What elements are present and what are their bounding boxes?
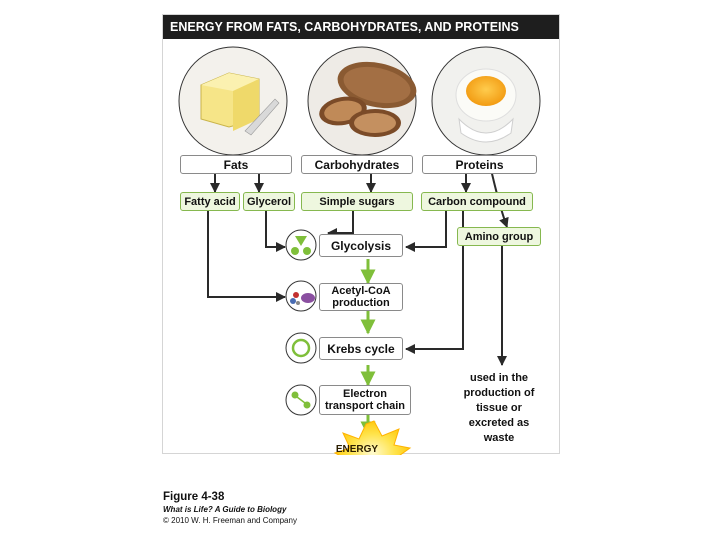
figure-book-title: What is Life? A Guide to Biology <box>163 505 287 514</box>
cycle-icon <box>285 332 317 364</box>
fats-box: Fats <box>180 155 292 174</box>
arrow-carbon-to-krebs <box>405 210 464 354</box>
bread-icon <box>307 46 417 156</box>
arrow-glycerol-to-glycolysis <box>265 210 286 252</box>
glycerol-box: Glycerol <box>243 192 295 211</box>
diagram-canvas <box>178 46 541 455</box>
proteins-box: Proteins <box>422 155 537 174</box>
arrow-sugars-to-glycolysis <box>327 210 354 238</box>
waste-line: waste <box>483 432 515 444</box>
carbohydrates-box: Carbohydrates <box>301 155 413 174</box>
arrow-carbon-to-glycolysis <box>405 210 447 252</box>
arrow-fatty-acid-to-acetyl <box>207 210 286 302</box>
electron-icon <box>285 384 317 416</box>
etc-line2: transport chain <box>324 400 406 412</box>
figure-panel: ENERGY FROM FATS, CARBOHYDRATES, AND PRO… <box>162 14 560 455</box>
glycolysis-box: Glycolysis <box>319 234 403 257</box>
figure-copyright: © 2010 W. H. Freeman and Company <box>163 516 297 525</box>
simple-sugars-box: Simple sugars <box>301 192 413 211</box>
energy-burst-icon <box>333 420 412 455</box>
acetyl-coa-line1: Acetyl-CoA <box>331 285 391 297</box>
electron-transport-box: Electron transport chain <box>319 385 411 415</box>
molecule-icon <box>285 280 317 312</box>
amino-fate-text: used in the production of tissue or excr… <box>453 371 545 446</box>
energy-label: ENERGY <box>335 444 379 455</box>
acetyl-coa-line2: production <box>332 297 390 309</box>
waste-line: excreted as <box>468 417 530 429</box>
waste-line: production of <box>463 387 535 399</box>
acetyl-coa-box: Acetyl-CoA production <box>319 283 403 311</box>
carbon-compound-box: Carbon compound <box>421 192 533 211</box>
waste-line: used in the <box>469 372 529 384</box>
figure-number: Figure 4-38 <box>163 491 225 503</box>
waste-line: tissue or <box>476 402 522 414</box>
butter-icon <box>178 46 288 156</box>
dark-arrows <box>207 164 509 366</box>
krebs-cycle-box: Krebs cycle <box>319 337 403 360</box>
molecule-icon <box>285 229 317 261</box>
figure-title: ENERGY FROM FATS, CARBOHYDRATES, AND PRO… <box>163 15 559 39</box>
egg-icon <box>431 46 541 156</box>
amino-group-box: Amino group <box>457 227 541 246</box>
fatty-acid-box: Fatty acid <box>180 192 240 211</box>
etc-line1: Electron <box>342 388 387 400</box>
